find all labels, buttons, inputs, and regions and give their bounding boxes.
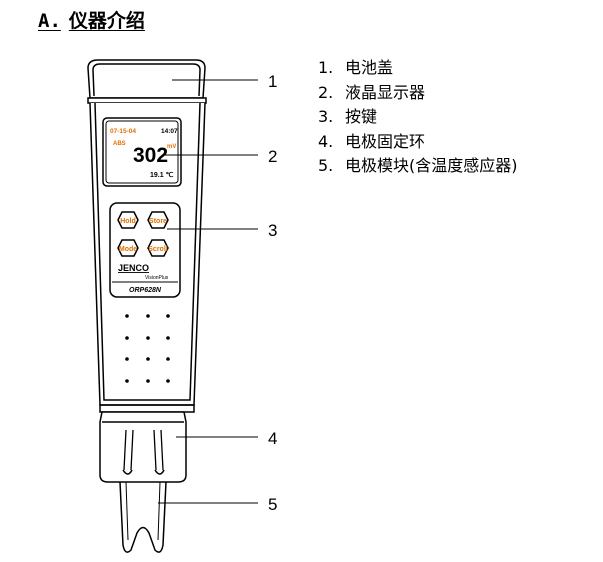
mode-button[interactable] [117, 239, 139, 257]
speaker-dot [146, 357, 150, 361]
callout-lines [158, 79, 258, 504]
legend-item: 4.电极固定环 [318, 131, 426, 151]
store-label: Store [149, 218, 167, 225]
lcd-unit: mV [167, 144, 176, 150]
brand-sub: VisionPlus [145, 275, 169, 281]
lcd-display: 07-15-04 14:07 ABS 302 mV 19.1 ℃ [102, 117, 182, 187]
speaker-dot [125, 336, 129, 340]
lcd-reading: 302 [133, 144, 168, 167]
battery-cap [87, 59, 207, 104]
speaker-dot [146, 336, 150, 340]
parts-legend: 1.电池盖 2.液晶显示器 3.按键 4.电极固定环 5.电极模块(含温度感应器… [318, 56, 518, 179]
speaker-dot [166, 357, 170, 361]
hold-button[interactable] [117, 211, 139, 229]
store-button[interactable] [147, 211, 169, 229]
callout-5: 5 [268, 495, 277, 514]
electrode-ring [99, 411, 187, 483]
callout-4: 4 [268, 429, 277, 448]
legend-item: 1.电池盖 [318, 58, 394, 77]
legend-item: 3.按键 [318, 107, 378, 126]
speaker-dot [125, 379, 129, 383]
speaker-dot [166, 314, 170, 318]
model-label: ORP628N [129, 287, 162, 294]
meter-body [89, 102, 206, 413]
speaker-dot [146, 314, 150, 318]
brand-logo: JENCO [118, 263, 149, 273]
electrode-module [119, 481, 167, 553]
lcd-mode: ABS [113, 141, 126, 147]
scroll-button[interactable] [147, 239, 169, 257]
hold-label: Hold [120, 218, 136, 225]
callout-1: 1 [268, 72, 277, 91]
legend-item: 2.液晶显示器 [318, 82, 426, 102]
callout-3: 3 [268, 221, 277, 240]
speaker-dot [166, 336, 170, 340]
callout-2: 2 [268, 147, 277, 166]
legend-item: 5.电极模块(含温度感应器) [318, 156, 518, 175]
keypad: Hold Store Mode Scroll JENCO VisionPlus … [109, 202, 181, 298]
speaker-dot [146, 379, 150, 383]
speaker-dots [125, 314, 170, 383]
speaker-dot [125, 314, 129, 318]
speaker-dot [166, 379, 170, 383]
lcd-temperature: 19.1 ℃ [150, 171, 174, 179]
lcd-date: 07-15-04 [110, 128, 136, 135]
mode-label: Mode [119, 246, 137, 253]
speaker-dot [125, 357, 129, 361]
lcd-time: 14:07 [161, 128, 178, 135]
scroll-label: Scroll [148, 246, 168, 253]
section-title: A.仪器介绍 [38, 10, 145, 32]
